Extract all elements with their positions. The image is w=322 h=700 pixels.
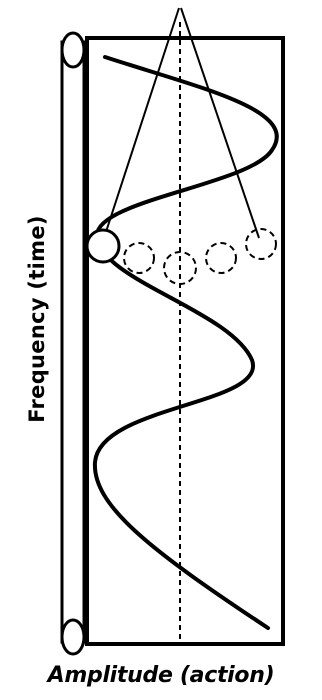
roller-bottom-knob	[60, 618, 86, 656]
y-axis-label: Frequency (time)	[25, 215, 49, 423]
swing-position-2	[123, 242, 155, 274]
roller-bar	[60, 40, 86, 644]
x-axis-label: Amplitude (action)	[47, 663, 275, 688]
swing-position-3	[163, 251, 197, 285]
pendulum-string-left	[103, 7, 180, 239]
pendulum-bob	[85, 228, 121, 264]
swing-position-4	[205, 242, 237, 274]
swing-position-5	[245, 228, 277, 260]
pendulum-string-right	[180, 7, 260, 239]
paper-frame	[85, 36, 285, 646]
roller-top-knob	[60, 31, 86, 69]
wave-trace	[92, 55, 279, 630]
